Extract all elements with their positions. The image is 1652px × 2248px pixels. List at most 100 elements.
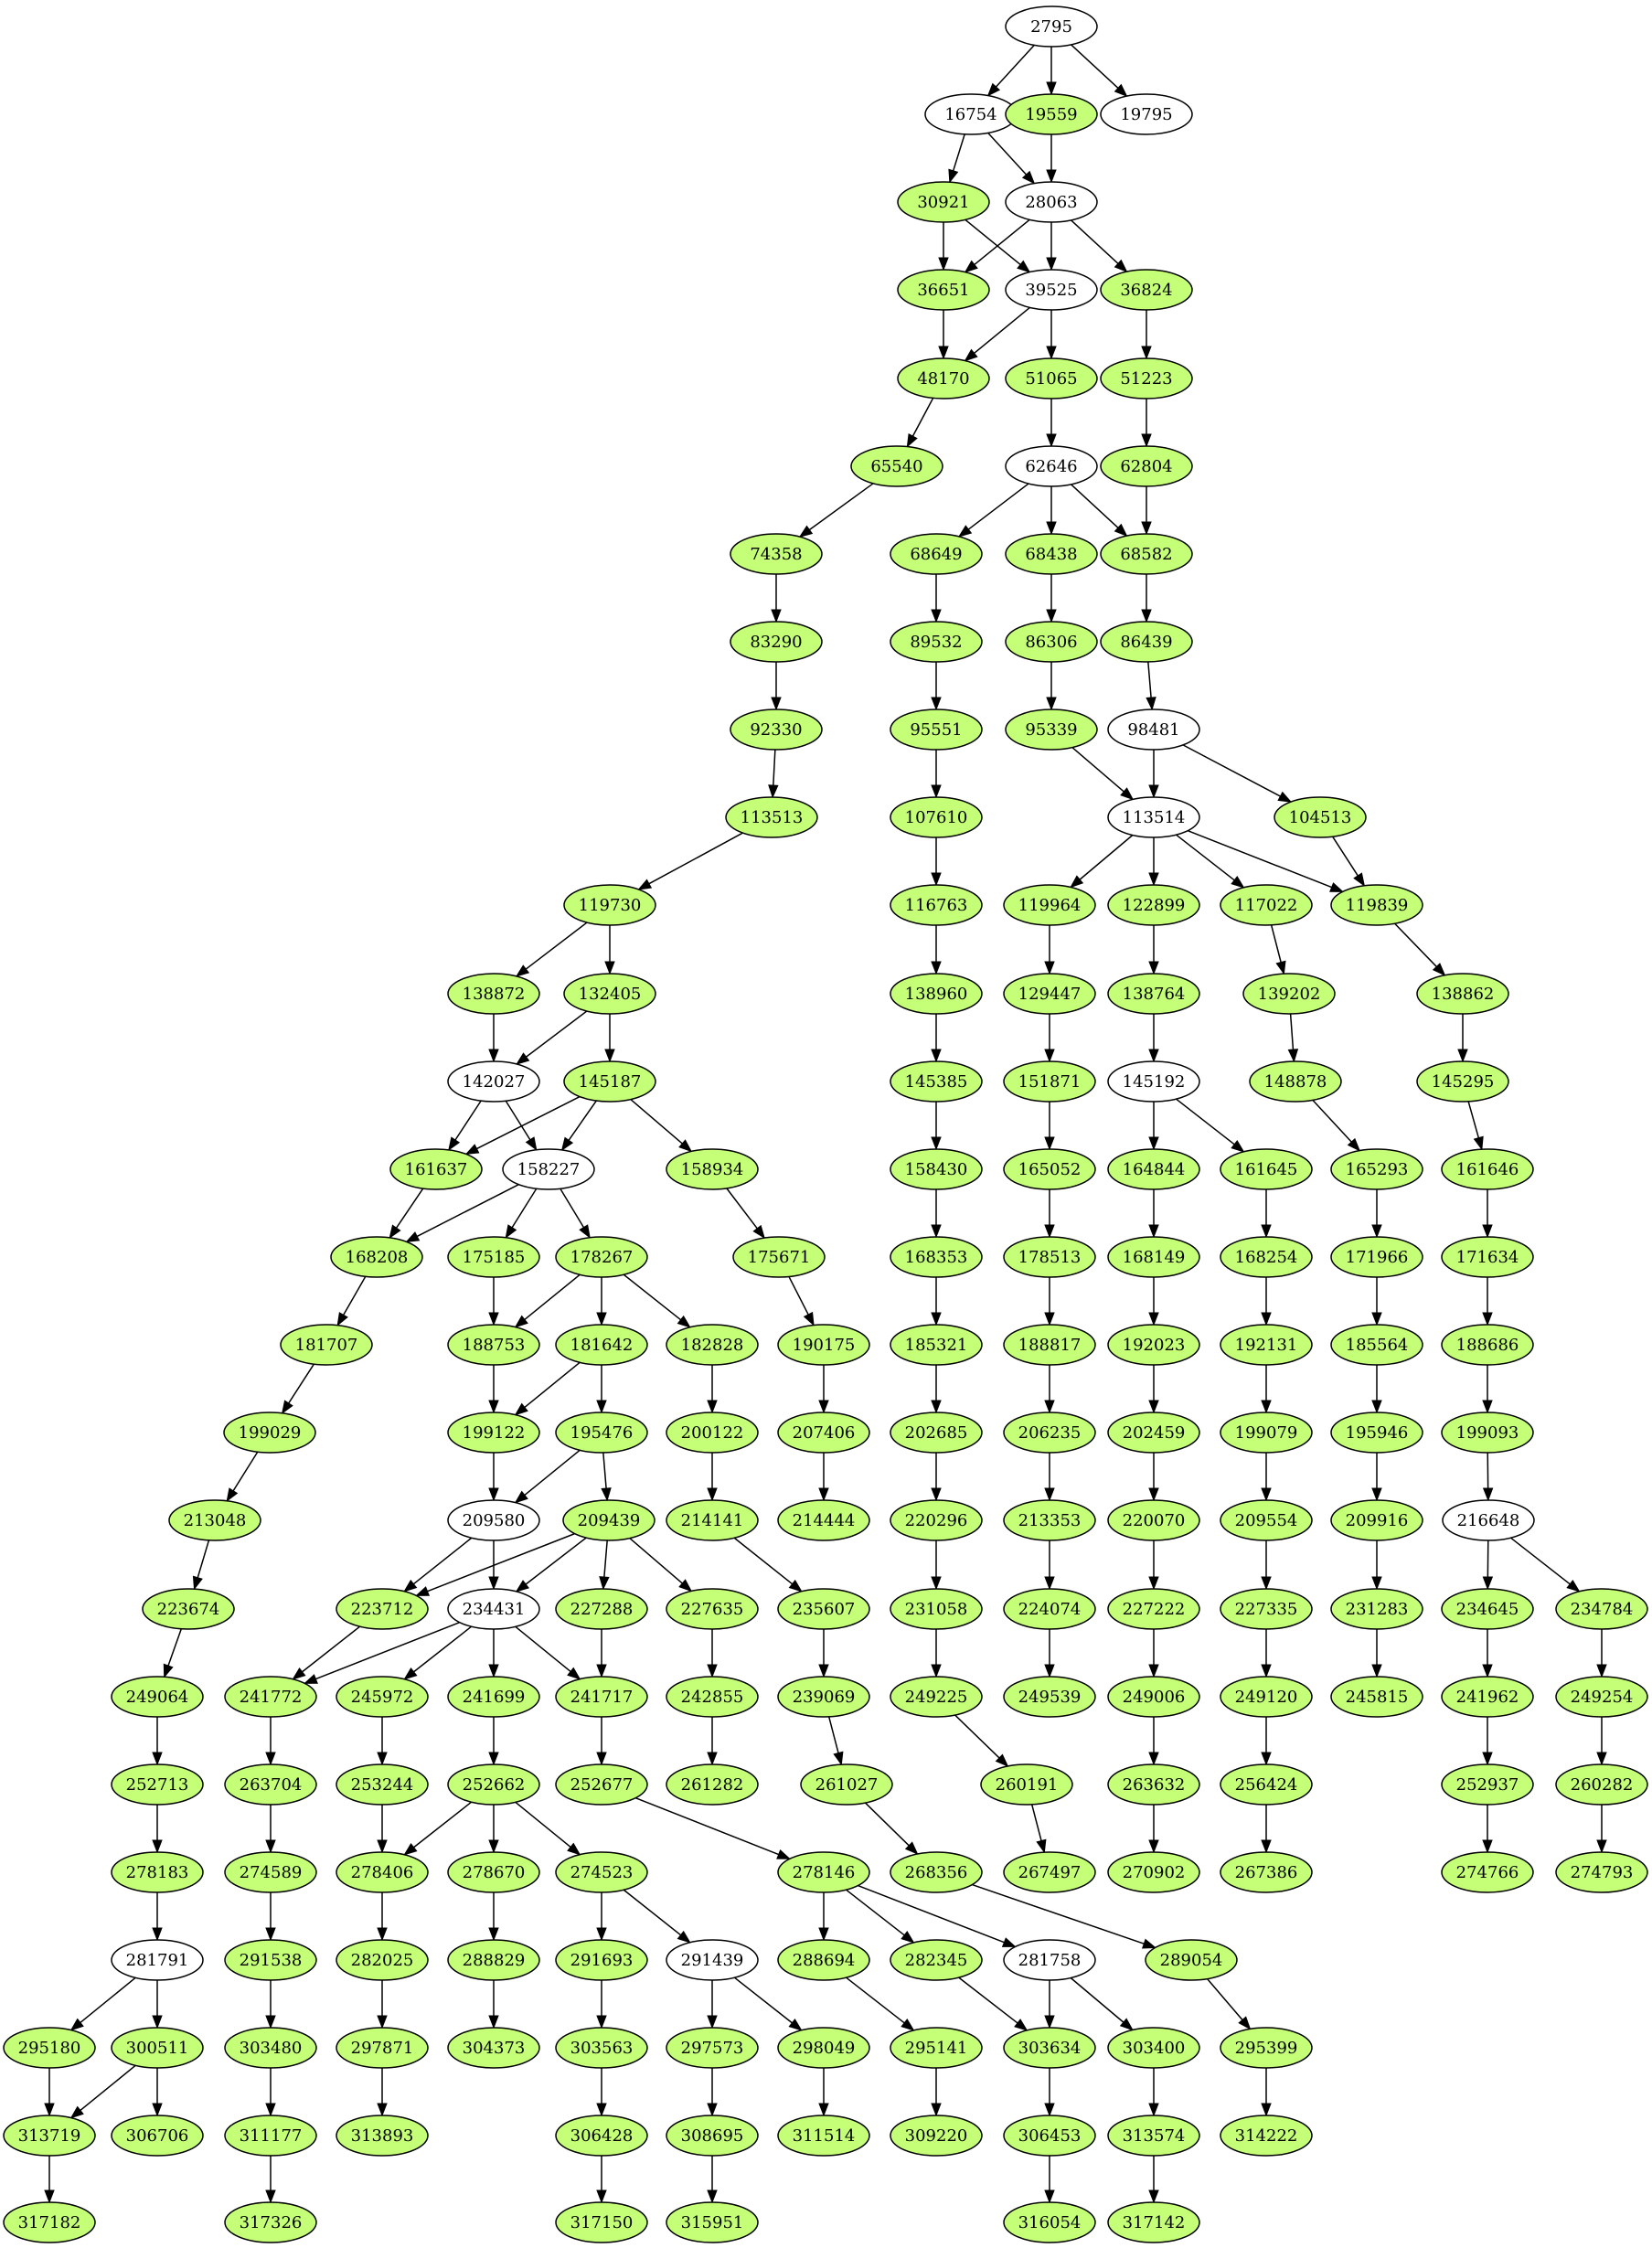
edge-165293-to-171966: [1371, 1189, 1382, 1239]
node-ellipse: [563, 973, 656, 1015]
edge-227635-to-242855: [707, 1629, 718, 1678]
edge-line: [302, 1625, 361, 1673]
edge-line: [1394, 922, 1437, 967]
node-ellipse: [224, 2201, 317, 2243]
edge-30921-to-36651: [938, 222, 949, 272]
node-label: 158227: [517, 1160, 581, 1179]
node-label: 83290: [750, 633, 802, 652]
node-234645: 234645: [1441, 1588, 1534, 1630]
node-label: 145187: [579, 1072, 642, 1092]
node-label: 234431: [463, 1600, 526, 1619]
node-ellipse: [1107, 884, 1200, 926]
edge-223674-to-249064: [163, 1628, 183, 1678]
arrowhead: [707, 1400, 718, 1414]
arrowhead: [152, 1839, 163, 1854]
node-107610: 107610: [890, 796, 983, 838]
node-ellipse: [1107, 1148, 1200, 1190]
edge-39525-to-48170: [964, 306, 1030, 362]
arrowhead: [1148, 1839, 1159, 1854]
node-ellipse: [666, 1939, 759, 1981]
edge-line: [1079, 834, 1134, 880]
arrowhead: [1114, 523, 1128, 538]
node-label: 317142: [1123, 2213, 1186, 2232]
node-label: 241772: [240, 1688, 303, 1707]
node-label: 206235: [1018, 1423, 1082, 1443]
node-label: 178267: [570, 1248, 634, 1267]
node-168353: 168353: [890, 1236, 983, 1278]
node-227288: 227288: [555, 1588, 648, 1630]
node-label: 249225: [905, 1688, 968, 1707]
node-317182: 317182: [3, 2201, 96, 2243]
node-label: 181642: [570, 1336, 634, 1355]
node-175185: 175185: [447, 1236, 540, 1278]
node-227222: 227222: [1107, 1588, 1200, 1630]
node-ellipse: [336, 2027, 429, 2069]
edge-16754-to-28063: [987, 132, 1036, 185]
edge-65540-to-74358: [798, 483, 874, 538]
node-ellipse: [1441, 1236, 1534, 1278]
edge-line: [634, 1797, 779, 1856]
arrowhead: [948, 168, 959, 184]
node-label: 291538: [240, 1951, 303, 1970]
node-ellipse: [1107, 2201, 1200, 2243]
node-ellipse: [555, 1412, 648, 1454]
node-label: 303563: [570, 2039, 634, 2058]
arrowhead: [1261, 1400, 1272, 1414]
node-ellipse: [168, 1499, 261, 1541]
node-label: 306453: [1018, 2126, 1082, 2146]
arrowhead: [707, 1752, 718, 1766]
node-ellipse: [1005, 93, 1098, 135]
arrowhead: [1114, 83, 1128, 98]
arrowhead: [596, 1400, 607, 1414]
arrowhead: [377, 1752, 388, 1766]
edge-line: [560, 1188, 585, 1228]
node-ellipse: [447, 1324, 540, 1366]
node-ellipse: [1555, 1676, 1648, 1718]
node-138764: 138764: [1107, 973, 1200, 1015]
edge-142027-to-158227: [505, 1100, 538, 1151]
node-252677: 252677: [555, 1763, 648, 1806]
node-label: 317182: [18, 2213, 81, 2232]
node-label: 68649: [910, 545, 962, 564]
node-label: 171966: [1346, 1248, 1409, 1267]
edge-122899-to-138764: [1148, 925, 1159, 975]
node-label: 138960: [905, 985, 968, 1004]
node-314222: 314222: [1220, 2115, 1313, 2157]
node-145187: 145187: [563, 1060, 656, 1103]
node-ellipse: [1100, 621, 1193, 663]
edge-30921-to-39525: [965, 218, 1031, 273]
edge-282025-to-297871: [377, 1980, 388, 2030]
arrowhead: [986, 82, 1001, 97]
arrowhead: [1287, 1049, 1299, 1063]
edge-274589-to-291538: [265, 1892, 276, 1942]
node-ellipse: [897, 269, 990, 311]
node-214141: 214141: [666, 1499, 759, 1541]
node-label: 249254: [1571, 1688, 1634, 1707]
edge-241962-to-252937: [1482, 1717, 1493, 1766]
arrowhead: [931, 2103, 942, 2117]
node-ellipse: [890, 796, 983, 838]
edge-138764-to-145192: [1148, 1014, 1159, 1063]
arrowhead: [69, 2105, 84, 2119]
node-ellipse: [1003, 884, 1096, 926]
node-label: 241962: [1456, 1688, 1519, 1707]
node-158227: 158227: [502, 1148, 595, 1190]
node-label: 113513: [741, 808, 804, 827]
edge-145295-to-161646: [1467, 1101, 1484, 1151]
node-138862: 138862: [1416, 973, 1509, 1015]
edge-278183-to-281791: [152, 1892, 163, 1942]
node-317150: 317150: [555, 2201, 648, 2243]
edge-line: [788, 1276, 809, 1316]
arrowhead: [1044, 2103, 1055, 2117]
node-98481: 98481: [1107, 708, 1200, 751]
edge-195476-to-209439: [601, 1452, 612, 1502]
node-252713: 252713: [111, 1763, 204, 1806]
node-281758: 281758: [1003, 1939, 1096, 1981]
arrowhead: [1457, 1049, 1468, 1063]
arrowhead: [1238, 2016, 1252, 2030]
node-ellipse: [666, 1499, 759, 1541]
arrowhead: [1261, 1664, 1272, 1678]
edge-line: [1332, 836, 1359, 877]
arrowhead: [604, 961, 615, 975]
node-148878: 148878: [1249, 1060, 1342, 1103]
